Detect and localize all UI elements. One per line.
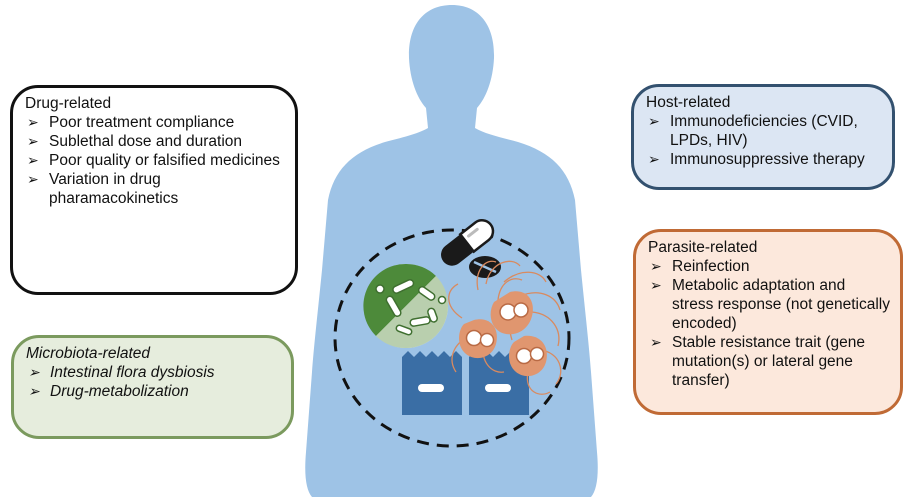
arrow-bullet-icon: ➢ <box>648 151 660 167</box>
capsule-pill-icon <box>441 219 495 266</box>
arrow-bullet-icon: ➢ <box>28 383 40 399</box>
list-item: ➢Immunodeficiencies (CVID, LPDs, HIV) <box>648 113 858 149</box>
arrow-bullet-icon: ➢ <box>650 258 662 274</box>
arrow-bullet-icon: ➢ <box>27 171 39 187</box>
list-item: ➢Variation in drug pharamacokinetics <box>27 171 179 207</box>
gut-region-outline <box>333 228 571 448</box>
arrow-bullet-icon: ➢ <box>650 334 662 350</box>
microbiota-related-title: Microbiota-related <box>26 345 151 362</box>
list-item: ➢Immunosuppressive therapy <box>648 151 865 168</box>
arrow-bullet-icon: ➢ <box>648 113 660 129</box>
host-related-box: Host-related ➢Immunodeficiencies (CVID, … <box>631 84 895 190</box>
list-item: ➢Intestinal flora dysbiosis <box>28 364 215 381</box>
host-related-list: ➢Immunodeficiencies (CVID, LPDs, HIV) ➢I… <box>646 112 882 169</box>
bacteria-cluster-icon <box>363 263 449 349</box>
parasite-related-title: Parasite-related <box>648 239 758 256</box>
microbiota-related-box: Microbiota-related ➢Intestinal flora dys… <box>11 335 294 439</box>
list-item: ➢Poor quality or falsified medicines <box>27 152 280 169</box>
list-item: ➢Stable resistance trait (gene mutation(… <box>650 334 865 389</box>
parasite-related-list: ➢Reinfection ➢Metabolic adaptation and s… <box>648 257 890 390</box>
drug-related-title: Drug-related <box>25 95 112 112</box>
arrow-bullet-icon: ➢ <box>27 114 39 130</box>
list-item: ➢Poor treatment compliance <box>27 114 235 131</box>
microbiota-related-list: ➢Intestinal flora dysbiosis ➢Drug-metabo… <box>26 363 281 401</box>
flagellate-parasite-icon <box>448 260 562 395</box>
parasite-related-box: Parasite-related ➢Reinfection ➢Metabolic… <box>633 229 903 415</box>
host-related-title: Host-related <box>646 94 731 111</box>
arrow-bullet-icon: ➢ <box>27 133 39 149</box>
list-item: ➢Sublethal dose and duration <box>27 133 243 150</box>
arrow-bullet-icon: ➢ <box>650 277 662 293</box>
drug-related-box: Drug-related ➢Poor treatment compliance … <box>10 85 298 295</box>
list-item: ➢Metabolic adaptation and stress respons… <box>650 277 890 332</box>
arrow-bullet-icon: ➢ <box>27 152 39 168</box>
drug-related-list: ➢Poor treatment compliance ➢Sublethal do… <box>25 113 285 208</box>
list-item: ➢Drug-metabolization <box>28 383 189 400</box>
arrow-bullet-icon: ➢ <box>28 364 40 380</box>
list-item: ➢Reinfection <box>650 258 750 275</box>
